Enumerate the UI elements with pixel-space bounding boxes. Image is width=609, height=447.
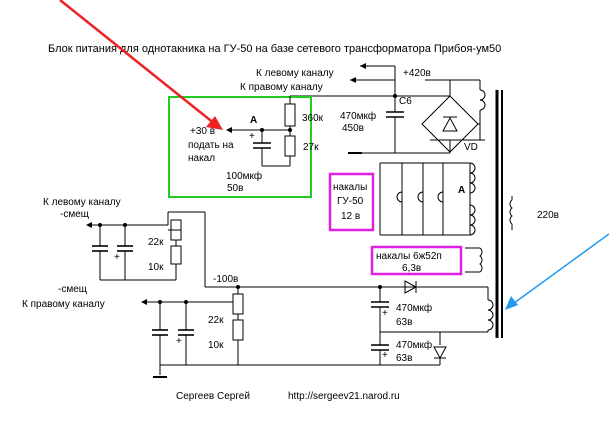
label-r22-bot: 22к	[208, 315, 224, 326]
junction	[184, 300, 188, 304]
label-feed-heat-2: накал	[188, 153, 215, 164]
highlight-box-gu50	[328, 172, 375, 232]
site-url: http://sergeev21.narod.ru	[288, 391, 400, 402]
winding-6zh52p	[479, 247, 483, 273]
red-arrow-head	[206, 116, 223, 130]
blue-arrow-line	[509, 233, 609, 307]
label-bias-right: -смещ	[58, 284, 87, 295]
junction	[158, 300, 162, 304]
junction	[123, 223, 127, 227]
label-r10-bot: 10к	[208, 340, 224, 351]
label-bias-left: -смещ	[60, 209, 89, 220]
label-mains: 220в	[537, 210, 559, 221]
junction	[98, 223, 102, 227]
plus-mark: +	[382, 350, 388, 361]
arrow-right-channel-top	[350, 77, 356, 83]
arrow-right-bias	[141, 299, 147, 305]
label-r10-top: 10к	[148, 262, 164, 273]
label-cap3-value: 470мкф	[396, 302, 432, 314]
label-heat-gu50-1: накалы	[333, 182, 367, 193]
label-plus30: +30 в	[190, 126, 215, 137]
heater-filament-2	[417, 191, 424, 203]
plus-mark: +	[114, 252, 120, 263]
arrow-left-channel-top	[360, 63, 366, 69]
label-cap3-voltage: 63в	[396, 317, 412, 328]
winding-bias	[487, 299, 494, 331]
resistor-22k-bot	[232, 293, 244, 315]
label-cap2-value: 100мкф	[226, 170, 262, 182]
diagram-title: Блок питания для однотакника на ГУ-50 на…	[48, 43, 501, 55]
label-r27: 27к	[303, 142, 319, 153]
heater-filament-1	[396, 191, 403, 203]
label-heat-6zh52p-1: накалы 6ж52п	[376, 251, 442, 262]
label-cap4-voltage: 63в	[396, 353, 412, 364]
arrow-plus30	[226, 127, 232, 133]
author: Сергеев Сергей	[176, 391, 250, 402]
heater-filament-3	[437, 191, 444, 203]
resistor-27k	[284, 135, 296, 157]
arrow-left-bias	[86, 222, 92, 228]
label-heat-gu50-3: 12 в	[341, 211, 360, 222]
label-node-a-top: А	[250, 115, 257, 126]
label-heat-6zh52p-2: 6,3в	[402, 263, 421, 274]
lower-diode	[433, 346, 447, 360]
plus-mark: +	[176, 336, 182, 347]
label-left-channel-bias: К левому каналу	[43, 197, 121, 208]
label-cap1-value: 470мкф	[340, 110, 376, 122]
label-right-channel-top: К правому каналу	[240, 82, 323, 93]
label-minus100: -100в	[213, 274, 238, 285]
label-heat-gu50-2: ГУ-50	[337, 196, 364, 207]
label-plus420: +420в	[403, 68, 431, 79]
blue-arrow-head	[505, 296, 518, 310]
resistor-10k-top	[170, 245, 182, 265]
label-node-a-mid: А	[458, 185, 465, 196]
label-r360: 360к	[302, 113, 324, 124]
highlight-box-green	[168, 96, 312, 198]
resistor-10k-bot	[232, 319, 244, 341]
plus-mark: +	[382, 308, 388, 319]
label-cap1-voltage: 450в	[342, 123, 364, 134]
junction	[288, 128, 292, 132]
plus-mark: +	[249, 131, 255, 142]
highlight-box-6zh52p	[370, 245, 463, 276]
bias-diode	[404, 280, 418, 294]
winding-heat-a	[469, 162, 476, 194]
winding-heat-b	[469, 204, 476, 236]
winding-b-plus	[479, 89, 486, 111]
label-right-channel-bias: К правому каналу	[22, 299, 105, 310]
red-arrow-line	[59, 0, 221, 129]
label-left-channel-top: К левому каналу	[256, 68, 334, 79]
label-cap2-voltage: 50в	[227, 183, 243, 194]
winding-primary	[509, 199, 513, 225]
label-feed-heat-1: подать на	[188, 140, 234, 151]
resistor-360k	[284, 103, 296, 127]
label-r22-top: 22к	[148, 237, 164, 248]
label-cap4-value: 470мкф	[396, 339, 432, 351]
label-vd: VD	[464, 142, 478, 153]
label-c6: C6	[399, 96, 412, 107]
diode-bridge	[421, 95, 479, 153]
